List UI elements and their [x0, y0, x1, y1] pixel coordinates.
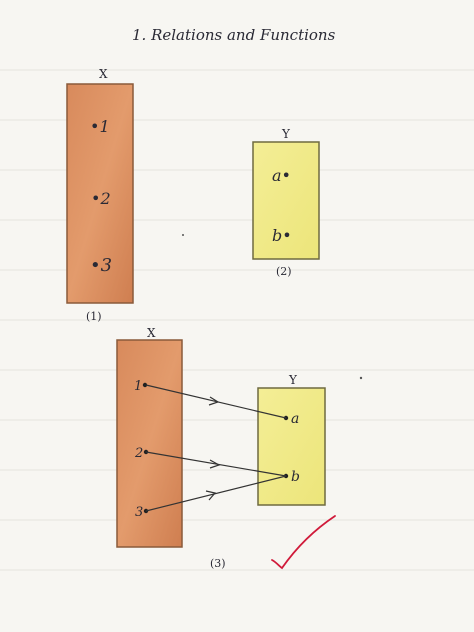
- diagram3-set-x-label: X: [147, 326, 156, 340]
- diagram3-element-2: 2: [134, 446, 143, 461]
- diagram1-caption: (1): [86, 310, 102, 323]
- diagram2-element-a: a•: [272, 166, 291, 185]
- stray-mark: [359, 376, 363, 380]
- page-title: 1. Relations and Functions: [132, 26, 336, 44]
- mapping-arrow-3-b: [145, 475, 287, 512]
- diagram2-set-y-box: [252, 141, 320, 260]
- diagram1-element-1: •1: [90, 117, 110, 136]
- check-mark-icon: [271, 515, 336, 570]
- diagram1-set-x-label: X: [99, 67, 108, 81]
- diagram3-element-3: 3: [135, 505, 143, 520]
- diagram3-dot-1: [142, 382, 148, 388]
- mapping-arrowhead-3-b: [205, 490, 217, 501]
- mapping-arrow-1-a: [145, 384, 287, 419]
- diagram3-caption: (3): [210, 557, 226, 570]
- mapping-arrowhead-2-b: [209, 459, 221, 469]
- stray-mark: [182, 234, 184, 236]
- diagram3-mapping-arrows: [145, 384, 287, 512]
- diagram1-set-x-box: [66, 83, 134, 304]
- diagram1-element-2: •2: [91, 189, 111, 208]
- mapping-arrowhead-1-a: [208, 396, 220, 406]
- diagram3-set-y-label: Y: [288, 373, 298, 387]
- diagram2-set-y-label: Y: [281, 127, 291, 141]
- diagram2-element-b: b•: [272, 226, 292, 245]
- diagram1-element-3: •3: [90, 255, 112, 276]
- diagram3-element-b: b: [291, 469, 300, 485]
- diagram3-element-1: 1: [134, 379, 142, 394]
- diagram3-set-x-box: [116, 339, 183, 548]
- diagram3-element-a: a: [291, 411, 299, 427]
- diagram2-caption: (2): [276, 265, 292, 278]
- diagram3-set-y-box: [257, 387, 326, 506]
